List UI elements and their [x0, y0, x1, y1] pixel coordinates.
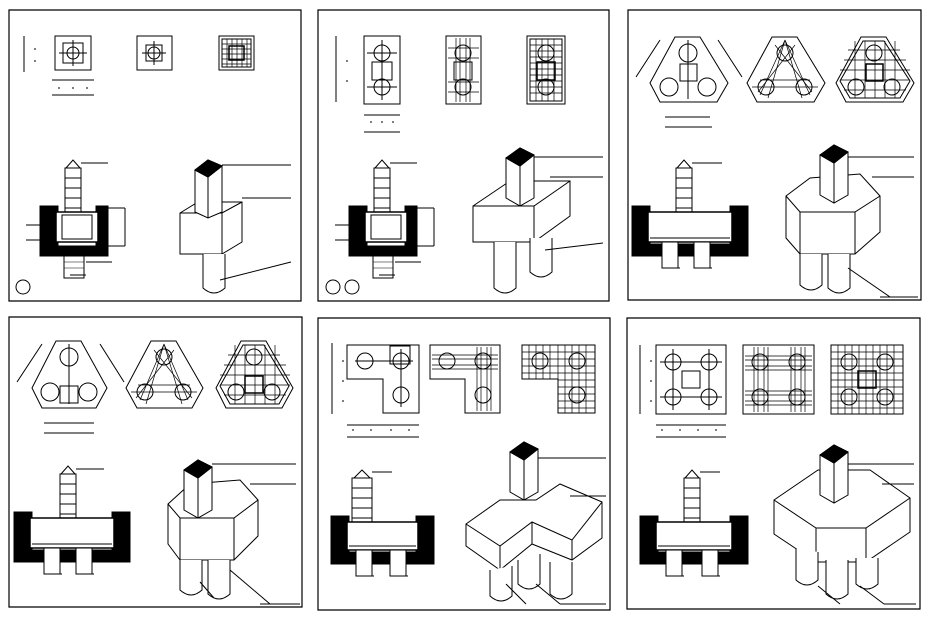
plan-view-reinforcement	[527, 36, 565, 104]
plan-view-outline	[446, 36, 481, 104]
section-detail	[331, 470, 434, 576]
section-detail	[640, 470, 748, 576]
section-detail	[335, 160, 434, 278]
panel-three-pile-cap	[628, 10, 921, 300]
circle-marks	[16, 280, 30, 294]
plan-view-outline	[137, 36, 172, 70]
panel-two-pile-cap	[318, 10, 609, 301]
panel-three-pile-cap-alt	[9, 317, 302, 607]
isometric-view	[786, 145, 918, 297]
plan-view-section	[640, 345, 726, 437]
section-detail	[14, 466, 130, 574]
panel-single-pile-cap	[9, 10, 301, 301]
isometric-view	[466, 442, 606, 604]
plan-view-section	[332, 343, 419, 437]
panel-four-pile-cap	[627, 318, 920, 609]
section-detail	[632, 160, 748, 268]
plan-view-outline	[747, 37, 825, 102]
plan-view-outline	[126, 341, 203, 408]
circle-marks	[326, 280, 359, 294]
plan-view-reinforcement	[216, 341, 293, 408]
plan-view-outline	[430, 345, 500, 413]
plan-view-reinforcement	[219, 36, 254, 70]
plan-view-section	[24, 36, 94, 95]
section-detail	[26, 160, 125, 278]
plan-view-reinforcement	[836, 37, 914, 102]
plan-view-section	[636, 37, 742, 127]
isometric-view	[168, 460, 300, 604]
plan-view-reinforcement	[831, 345, 903, 414]
isometric-view	[180, 160, 291, 293]
panel-l-shaped-pile-cap	[318, 318, 610, 610]
plan-view-outline	[743, 345, 814, 414]
isometric-view	[774, 445, 916, 604]
plan-view-section	[336, 36, 400, 132]
plan-view-section	[17, 341, 124, 433]
plan-view-reinforcement	[522, 345, 595, 413]
isometric-view	[473, 148, 603, 293]
